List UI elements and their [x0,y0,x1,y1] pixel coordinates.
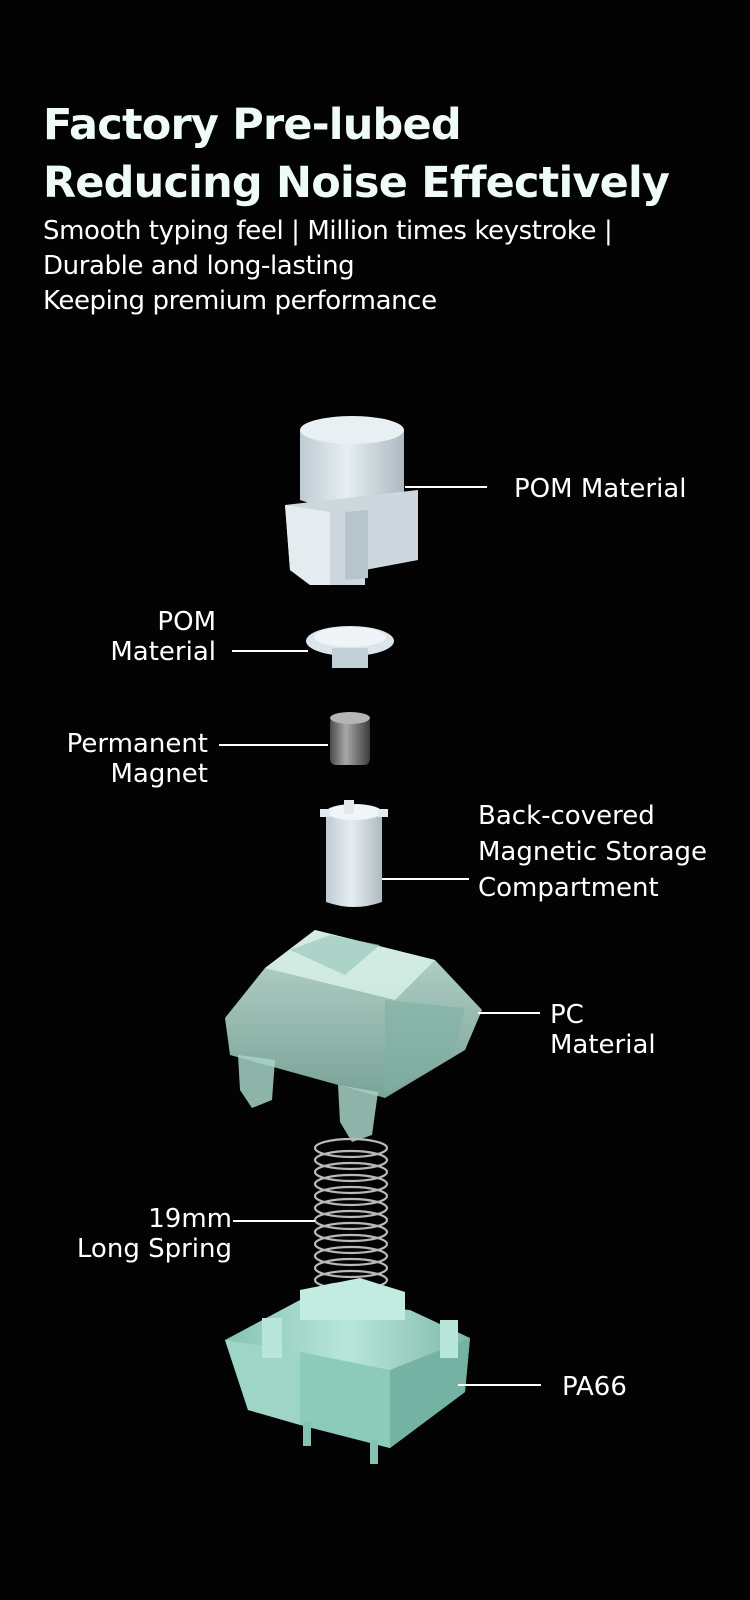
leader-line-spring [233,1220,315,1222]
label-top-housing: PC Material [550,1000,656,1060]
label-magnet-compartment: Back-covered Magnetic Storage Compartmen… [478,801,708,903]
subtitle-line-3: Keeping premium performance [43,286,437,316]
bottom-housing-part [225,1278,470,1464]
label-magnet: Permanent Magnet [66,729,208,789]
magnet-compartment-part [320,800,388,907]
leader-line-magnet [219,744,328,746]
leader-line-magnet-compartment [382,878,469,880]
top-housing-part [225,930,482,1142]
stem-cap-part [306,626,394,668]
stem-part [285,416,418,585]
magnet-part [330,712,370,765]
leader-line-bottom-housing [458,1384,541,1386]
label-stem: POM Material [514,474,687,504]
leader-line-stem [405,486,487,488]
headline-line-1: Factory Pre-lubed [43,100,462,150]
headline-line-2: Reducing Noise Effectively [43,158,670,208]
subtitle-line-2: Durable and long-lasting [43,251,355,281]
leader-line-stem-cap [232,650,308,652]
label-bottom-housing: PA66 [562,1372,627,1402]
label-spring: 19mm Long Spring [76,1204,232,1264]
subtitle-line-1: Smooth typing feel | Million times keyst… [43,216,613,246]
leader-line-top-housing [478,1012,540,1014]
headline: Factory Pre-lubed Reducing Noise Effecti… [43,96,670,212]
subtitle: Smooth typing feel | Million times keyst… [43,214,613,319]
label-stem-cap: POM Material [110,607,216,667]
